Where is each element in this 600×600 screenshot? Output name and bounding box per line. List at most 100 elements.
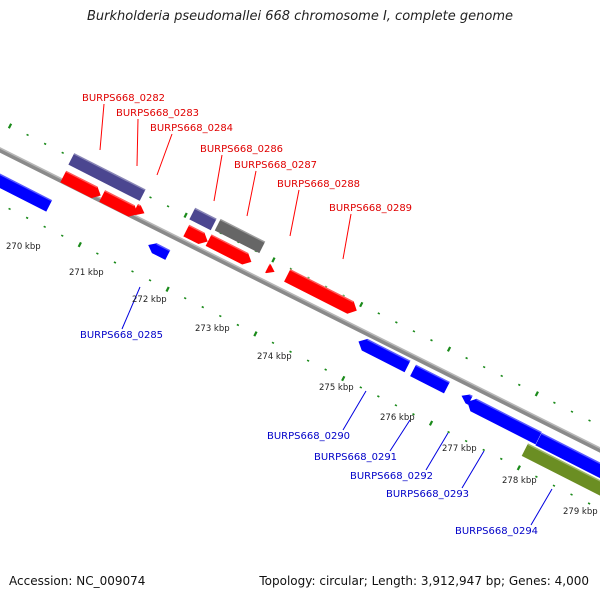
minor-tick: [535, 475, 538, 478]
forward-cds: [284, 267, 357, 314]
reverse-cds-shine: [415, 363, 451, 384]
minor-tick: [499, 457, 503, 461]
gene-label: BURPS668_0288: [277, 179, 360, 190]
kbp-label: 270 kbp: [6, 242, 41, 252]
gene-feature: [68, 151, 147, 201]
leader-line: [389, 419, 411, 452]
minor-tick: [306, 359, 310, 362]
minor-tick: [412, 330, 416, 333]
minor-tick: [587, 502, 591, 505]
minor-tick: [359, 386, 363, 389]
reverse-cds-shine: [541, 431, 600, 469]
topology-text: Topology: circular; Length: 3,912,947 bp…: [259, 574, 589, 588]
minor-tick: [447, 430, 450, 434]
forward-cds: [133, 202, 145, 215]
major-tick: [428, 420, 434, 426]
forward-cds-body: [265, 263, 275, 274]
kbp-label: 277 kbp: [442, 444, 477, 454]
forward-cds-shine: [137, 202, 142, 207]
major-tick: [165, 286, 170, 292]
gene-label: BURPS668_0292: [350, 471, 433, 482]
label-leaders: [99, 103, 553, 526]
gene-labels: BURPS668_0282BURPS668_0283BURPS668_0284B…: [80, 93, 538, 537]
minor-tick: [377, 312, 381, 315]
gene-label: BURPS668_0291: [314, 452, 397, 463]
minor-tick: [271, 341, 275, 345]
pseudo-feature: [214, 217, 266, 254]
minor-tick: [26, 133, 29, 137]
reverse-cds-shine: [156, 241, 171, 252]
minor-tick: [183, 296, 187, 300]
kbp-label: 276 kbp: [380, 413, 415, 423]
gene-label: BURPS668_0287: [234, 160, 317, 171]
forward-cds-shine: [188, 223, 206, 234]
leader-line: [136, 118, 139, 167]
reverse-cds: [0, 167, 53, 212]
major-tick: [183, 212, 188, 218]
minor-tick: [394, 404, 398, 407]
reverse-cds: [467, 397, 543, 445]
reverse-cds-body: [410, 364, 450, 394]
gene-label: BURPS668_0284: [150, 123, 233, 134]
minor-tick: [43, 142, 47, 146]
major-tick: [446, 346, 452, 352]
major-tick: [77, 241, 82, 248]
major-tick: [341, 375, 346, 382]
leader-line: [156, 133, 173, 176]
minor-tick: [166, 205, 170, 208]
reverse-cds-shine: [476, 397, 543, 434]
leader-line: [461, 450, 485, 489]
minor-tick: [25, 216, 29, 220]
major-tick: [534, 391, 539, 397]
reverse-cds-body: [467, 398, 542, 445]
major-tick: [253, 331, 258, 337]
minor-tick: [517, 383, 521, 387]
minor-tick: [430, 339, 433, 342]
kbp-label: 271 kbp: [69, 268, 104, 278]
gene-label: BURPS668_0286: [200, 144, 283, 155]
feature-track: [0, 151, 600, 497]
gene-label: BURPS668_0293: [386, 489, 469, 500]
minor-tick: [552, 484, 556, 487]
reverse-cds: [535, 431, 600, 480]
forward-cds: [205, 232, 252, 265]
gene-label: BURPS668_0289: [329, 203, 412, 214]
gene-feature-body: [68, 153, 146, 201]
gene-feature-body: [189, 207, 217, 231]
forward-cds: [60, 169, 101, 199]
leader-line: [289, 189, 300, 237]
minor-tick: [570, 410, 574, 413]
gene-feature: [189, 206, 218, 231]
minor-tick: [412, 413, 415, 416]
minor-tick: [43, 225, 47, 228]
forward-cds-shine: [210, 232, 249, 255]
gene-label: BURPS668_0283: [116, 108, 199, 119]
pseudo-feature-shine: [219, 217, 266, 243]
forward-cds: [183, 223, 208, 245]
kbp-label: 274 kbp: [257, 352, 292, 362]
pseudo-feature-body: [214, 218, 266, 254]
forward-cds-body: [99, 190, 138, 217]
minor-tick: [201, 305, 205, 309]
reverse-cds-shine: [366, 337, 412, 363]
minor-tick: [500, 374, 504, 378]
major-tick: [7, 123, 13, 129]
gene-label: BURPS668_0290: [267, 431, 350, 442]
forward-cds-body: [183, 224, 208, 245]
minor-tick: [553, 401, 556, 404]
minor-tick: [395, 321, 398, 324]
inner-tick-track: [8, 207, 591, 505]
minor-tick: [113, 261, 117, 264]
kbp-label: 275 kbp: [319, 383, 354, 393]
reverse-cds-body: [461, 394, 473, 405]
leader-line: [425, 432, 449, 471]
minor-tick: [464, 439, 468, 443]
reverse-cds: [148, 241, 171, 260]
gene-feature-shine: [194, 206, 218, 220]
minor-tick: [8, 207, 11, 211]
reverse-cds-body: [535, 432, 600, 480]
other-feature-shine: [527, 442, 600, 486]
minor-tick: [377, 395, 380, 398]
gene-label: BURPS668_0285: [80, 330, 163, 341]
